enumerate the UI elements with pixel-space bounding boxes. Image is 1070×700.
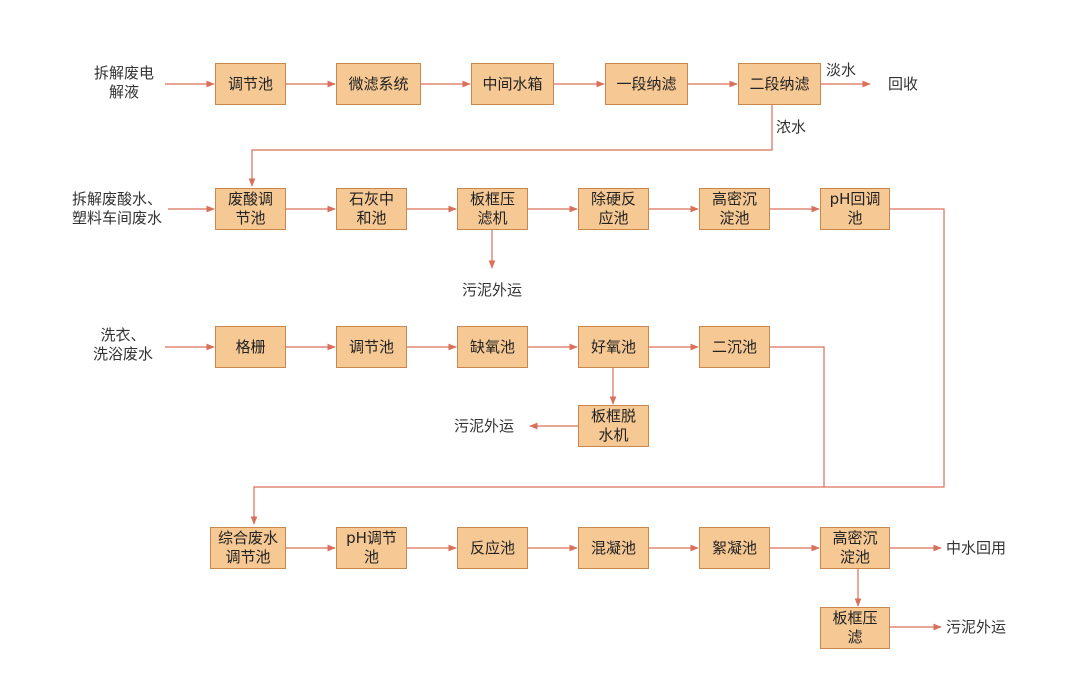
- node-plate-filter-press: 板框压 滤机: [457, 188, 528, 230]
- node-secondary-clarifier: 二沉池: [699, 326, 770, 368]
- node-ph-adjust-tank: pH调节 池: [336, 527, 407, 569]
- source-label-laundry-bath-wastewater: 洗衣、 洗浴废水: [92, 326, 153, 363]
- node-aerobic-tank: 好氧池: [578, 326, 649, 368]
- node-flocculation-tank: 絮凝池: [699, 527, 770, 569]
- node-lime-neutralization: 石灰中 和池: [336, 188, 407, 230]
- node-regulating-tank-2: 调节池: [336, 326, 407, 368]
- node-combined-wastewater-tank: 综合废水 调节池: [210, 527, 286, 569]
- node-softening-reactor: 除硬反 应池: [578, 188, 649, 230]
- arrow-concentrate: [248, 105, 773, 187]
- label-sludge-row4: 污泥外运: [946, 618, 1007, 636]
- label-sludge-row2: 污泥外运: [462, 281, 523, 299]
- node-microfiltration: 微滤系统: [336, 63, 421, 105]
- arrow-r2-out: [250, 208, 945, 525]
- label-sludge-row3: 污泥外运: [454, 417, 515, 435]
- node-anoxic-tank: 缺氧池: [457, 326, 528, 368]
- node-regulating-tank: 调节池: [215, 63, 286, 105]
- node-first-nanofiltration: 一段纳滤: [605, 63, 688, 105]
- label-concentrate: 浓水: [776, 118, 807, 136]
- label-fresh-water: 淡水: [826, 61, 857, 79]
- arrow-r3-out: [770, 346, 825, 487]
- node-second-nanofiltration: 二段纳滤: [738, 63, 821, 105]
- node-coagulation-tank: 混凝池: [578, 527, 649, 569]
- source-label-dismantled-electrolyte: 拆解废电 解液: [93, 64, 154, 101]
- node-reaction-tank: 反应池: [457, 527, 528, 569]
- node-high-density-clarifier: 高密沉 淀池: [699, 188, 770, 230]
- label-reclaimed-water-reuse: 中水回用: [946, 539, 1007, 557]
- node-screen: 格栅: [215, 326, 286, 368]
- node-high-density-clarifier-2: 高密沉 淀池: [820, 527, 890, 569]
- node-ph-readjust-tank: pH回调 池: [820, 188, 890, 230]
- node-waste-acid-tank: 废酸调 节池: [215, 188, 286, 230]
- source-label-acid-plastic-wastewater: 拆解废酸水、 塑料车间废水: [71, 190, 162, 227]
- node-intermediate-tank: 中间水箱: [471, 63, 554, 105]
- node-plate-dewatering-machine: 板框脱 水机: [578, 405, 649, 447]
- node-plate-filter-press-2: 板框压 滤: [820, 607, 890, 649]
- label-recovery: 回收: [888, 75, 919, 93]
